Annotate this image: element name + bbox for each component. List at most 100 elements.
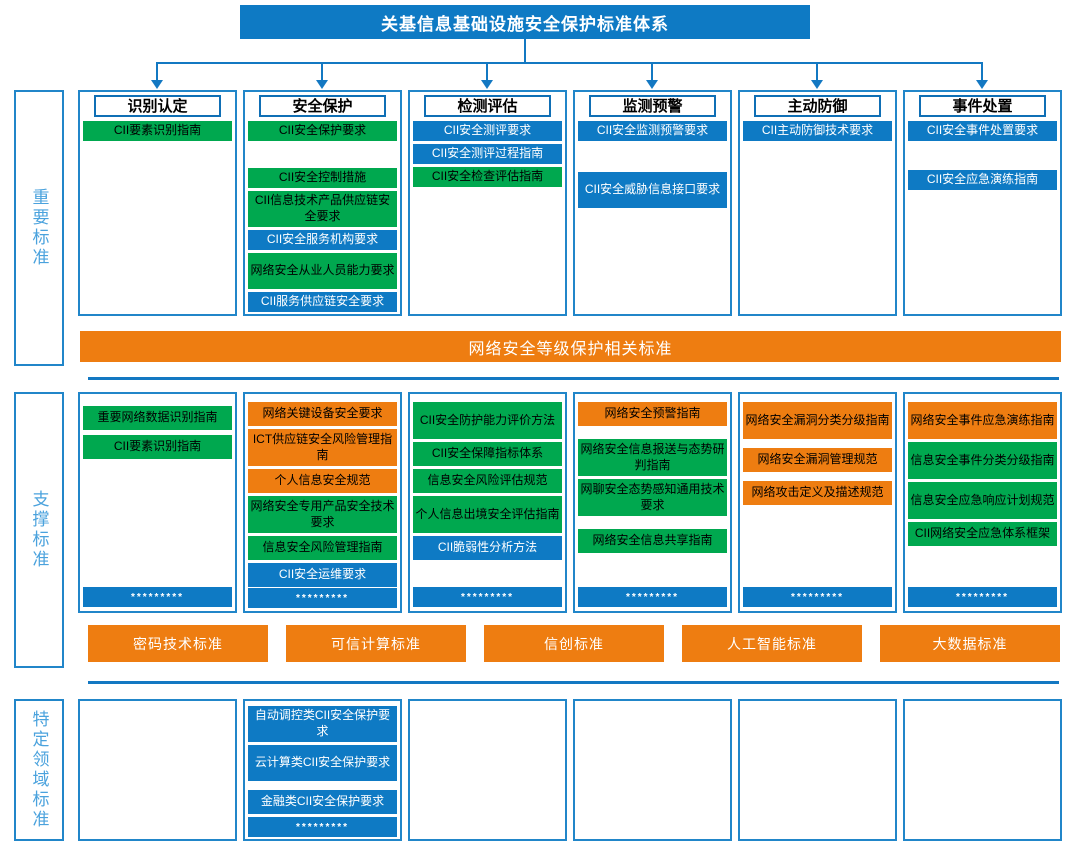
standard-box: 自动调控类CII安全保护要求 [248, 706, 397, 742]
standards-column [78, 699, 237, 841]
connector-arrow-stem [981, 62, 983, 80]
standard-box: 信息安全应急响应计划规范 [908, 482, 1057, 519]
standard-box: CII安全应急演练指南 [908, 170, 1057, 190]
standards-column: 事件处置 CII安全事件处置要求 CII安全应急演练指南 [903, 90, 1062, 316]
divider-line-1 [88, 377, 1059, 380]
connector-arrowhead-icon [811, 80, 823, 89]
standard-box: CII安全测评过程指南 [413, 144, 562, 164]
standards-column: 网络安全预警指南网络安全信息报送与态势研判指南网聊安全态势感知通用技术要求网络安… [573, 392, 732, 613]
related-standard-banner: 密码技术标准 [88, 625, 268, 662]
related-standard-banner: 信创标准 [484, 625, 664, 662]
standards-column: 识别认定 CII要素识别指南 [78, 90, 237, 316]
standard-box: CII主动防御技术要求 [743, 121, 892, 141]
standard-box: CII安全控制措施 [248, 168, 397, 188]
standard-box: 网络攻击定义及描述规范 [743, 481, 892, 505]
connector-arrow-stem [816, 62, 818, 80]
standard-box: 金融类CII安全保护要求 [248, 790, 397, 814]
more-standards-placeholder: ********* [248, 588, 397, 608]
standard-box: 网络安全漏洞管理规范 [743, 448, 892, 472]
connector-arrowhead-icon [976, 80, 988, 89]
standard-box: CII安全服务机构要求 [248, 230, 397, 250]
connector-horizontal-bar [157, 62, 983, 64]
related-standards-banners: 密码技术标准可信计算标准信创标准人工智能标准大数据标准 [88, 625, 1060, 662]
standards-column: 重要网络数据识别指南 CII要素识别指南 ********* [78, 392, 237, 613]
standards-column [408, 699, 567, 841]
divider-line-2 [88, 681, 1059, 684]
column-header: 识别认定 [94, 95, 221, 117]
standards-column [903, 699, 1062, 841]
column-header: 事件处置 [919, 95, 1046, 117]
connector-arrow-stem [321, 62, 323, 80]
specific-domain-standards-row: 自动调控类CII安全保护要求云计算类CII安全保护要求金融类CII安全保护要求 *… [78, 699, 1062, 841]
supporting-standards-row: 重要网络数据识别指南 CII要素识别指南 ********* 网络关键设备安全要求 IC… [78, 392, 1062, 613]
standard-box: 信息安全风险评估规范 [413, 469, 562, 493]
connector-stem [524, 39, 526, 62]
standards-column [573, 699, 732, 841]
standard-box: 网络安全信息报送与态势研判指南 [578, 439, 727, 476]
standards-column [738, 699, 897, 841]
standards-column: 主动防御 CII主动防御技术要求 [738, 90, 897, 316]
root-title-banner: 关基信息基础设施安全保护标准体系 [240, 5, 810, 39]
related-standard-banner: 大数据标准 [880, 625, 1060, 662]
column-header: 安全保护 [259, 95, 386, 117]
standard-box: CII安全防护能力评价方法 [413, 402, 562, 439]
important-standards-row: 识别认定 CII要素识别指南 安全保护 CII安全保护要求 CII安全控制措施 CII信息… [78, 90, 1062, 316]
connector-arrow-stem [651, 62, 653, 80]
standards-column: 网络安全漏洞分类分级指南网络安全漏洞管理规范网络攻击定义及描述规范 *******… [738, 392, 897, 613]
standard-box: 网络安全预警指南 [578, 402, 727, 426]
section-label-important: 重要标准 [14, 90, 64, 366]
standard-box: 信息安全风险管理指南 [248, 536, 397, 560]
standard-box: ICT供应链安全风险管理指南 [248, 429, 397, 466]
standards-column: 安全保护 CII安全保护要求 CII安全控制措施 CII信息技术产品供应链安全要求 CI… [243, 90, 402, 316]
connector-arrow-stem [486, 62, 488, 80]
more-standards-placeholder: ********* [248, 817, 397, 837]
more-standards-placeholder: ********* [908, 587, 1057, 607]
standard-box: 网络安全事件应急演练指南 [908, 402, 1057, 439]
connector-arrow-stem [156, 62, 158, 80]
standard-box: 网络安全专用产品安全技术要求 [248, 496, 397, 533]
section-label-specific: 特定领域标准 [14, 699, 64, 841]
standard-box: CII安全威胁信息接口要求 [578, 172, 727, 208]
column-header: 检测评估 [424, 95, 551, 117]
more-standards-placeholder: ********* [578, 587, 727, 607]
connector-arrowhead-icon [646, 80, 658, 89]
standard-box: 网聊安全态势感知通用技术要求 [578, 479, 727, 516]
standard-box: CII安全保障指标体系 [413, 442, 562, 466]
more-standards-placeholder: ********* [413, 587, 562, 607]
standard-box: CII安全监测预警要求 [578, 121, 727, 141]
standards-column: 网络关键设备安全要求 ICT供应链安全风险管理指南个人信息安全规范网络安全专用产品… [243, 392, 402, 613]
standard-box: 网络安全从业人员能力要求 [248, 253, 397, 289]
standard-box: 网络安全漏洞分类分级指南 [743, 402, 892, 439]
related-standard-banner: 人工智能标准 [682, 625, 862, 662]
standard-box: CII要素识别指南 [83, 121, 232, 141]
standard-box: 信息安全事件分类分级指南 [908, 442, 1057, 479]
standard-box: CII安全事件处置要求 [908, 121, 1057, 141]
standard-box: CII服务供应链安全要求 [248, 292, 397, 312]
standard-box: CII安全检查评估指南 [413, 167, 562, 187]
standard-box: 重要网络数据识别指南 [83, 406, 232, 430]
standard-box: 网络安全信息共享指南 [578, 529, 727, 553]
more-standards-placeholder: ********* [743, 587, 892, 607]
standard-box: CII要素识别指南 [83, 435, 232, 459]
standard-box: CII信息技术产品供应链安全要求 [248, 191, 397, 227]
standard-box: 个人信息安全规范 [248, 469, 397, 493]
standard-box: CII安全保护要求 [248, 121, 397, 141]
standard-box: 云计算类CII安全保护要求 [248, 745, 397, 781]
standard-box: CII网络安全应急体系框架 [908, 522, 1057, 546]
standards-column: 网络安全事件应急演练指南信息安全事件分类分级指南信息安全应急响应计划规范 CII网… [903, 392, 1062, 613]
standards-column: CII安全防护能力评价方法 CII安全保障指标体系信息安全风险评估规范个人信息出境… [408, 392, 567, 613]
standard-box: 网络关键设备安全要求 [248, 402, 397, 426]
more-standards-placeholder: ********* [83, 587, 232, 607]
related-standard-banner: 可信计算标准 [286, 625, 466, 662]
standard-box: 个人信息出境安全评估指南 [413, 496, 562, 533]
classified-protection-banner: 网络安全等级保护相关标准 [80, 331, 1061, 362]
connector-arrowhead-icon [481, 80, 493, 89]
connector-arrowhead-icon [316, 80, 328, 89]
standards-column: 自动调控类CII安全保护要求云计算类CII安全保护要求金融类CII安全保护要求 *… [243, 699, 402, 841]
column-header: 主动防御 [754, 95, 881, 117]
standard-box: CII脆弱性分析方法 [413, 536, 562, 560]
section-label-supporting: 支撑标准 [14, 392, 64, 668]
